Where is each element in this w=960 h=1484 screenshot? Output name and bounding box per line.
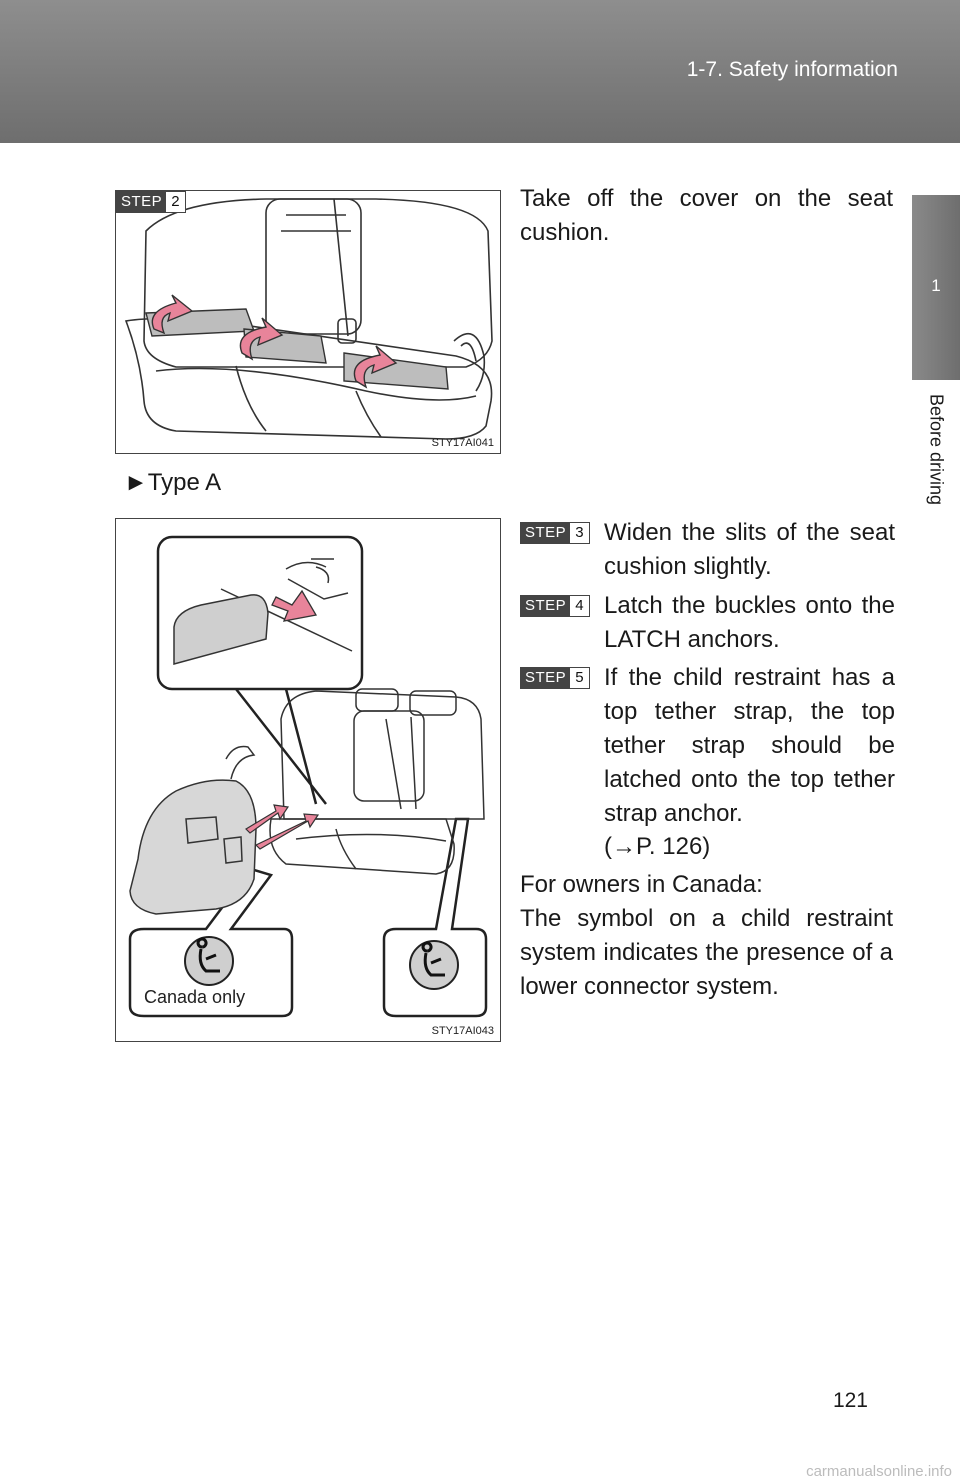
intro-text: Take off the cover on the seat cushion. [520,185,893,246]
latch-symbol-icon [409,940,459,990]
seat-cover-illustration [124,198,493,440]
section-label: ►Type A [124,469,222,496]
page-reference: (→P. 126) [604,833,711,860]
step-3-text: Widen the slits of the seat cushion slig… [604,519,895,580]
canada-heading: For owners in Canada: [520,871,763,898]
watermark: carmanualsonline.info [806,1463,952,1480]
figure-id: STY17AI043 [431,1025,494,1037]
page-header: 1-7. Safety information [0,0,960,143]
step-5-text: If the child restraint has a top tether … [604,664,895,827]
figure-latch-anchors: Canada only STY17AI043 [115,518,501,1042]
chapter-number: 1 [931,276,941,295]
figure-id: STY17AI041 [431,437,494,449]
canada-body: The symbol on a child restraint system i… [520,905,893,1000]
step-4-text: Latch the buckles onto the LATCH anchors… [604,592,895,653]
page-number: 121 [832,1389,868,1412]
latch-symbol-icon [184,936,234,986]
chapter-label-text: Before driving [926,394,947,506]
chapter-tab [912,195,960,380]
chapter-label: Before driving [912,380,960,530]
canada-only-label: Canada only [144,987,245,1007]
section-title: 1-7. Safety information [686,58,898,81]
latch-anchor-illustration: Canada only [128,535,488,1018]
